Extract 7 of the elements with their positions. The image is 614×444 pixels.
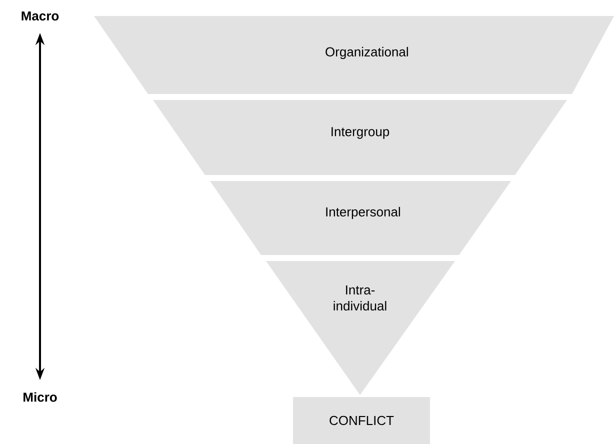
scale-label: Macro: [22, 11, 59, 21]
pyramid-band: Organizational: [94, 16, 614, 94]
pyramid-band: Intergroup: [153, 100, 567, 175]
pyramid-band: Interpersonal: [210, 181, 511, 255]
pyramid-tip: Intra- individual: [266, 261, 455, 395]
scale-label: Micro: [24, 392, 57, 402]
conflict-box: CONFLICT: [293, 397, 430, 444]
